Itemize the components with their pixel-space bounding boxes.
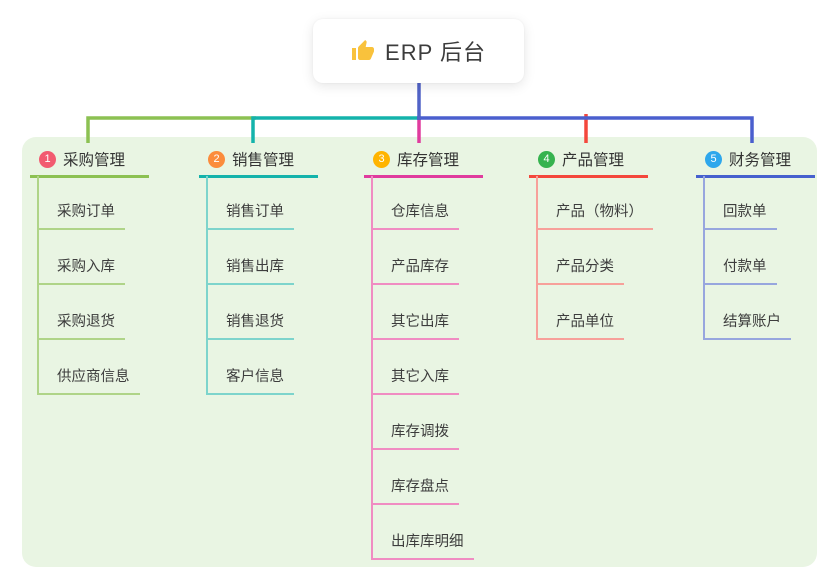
node-product-unit[interactable]: 产品单位 (536, 313, 624, 340)
branch-2-spine (206, 176, 208, 395)
branch-5-label: 财务管理 (729, 152, 792, 169)
branch-4-spine (536, 176, 538, 340)
root-label: ERP 后台 (385, 40, 486, 65)
branch-4-badge: 4 (538, 150, 555, 168)
node-sales-return[interactable]: 销售退货 (206, 313, 294, 340)
node-purchase-order[interactable]: 采购订单 (37, 203, 125, 230)
node-payment-slip[interactable]: 付款单 (703, 258, 777, 285)
branches-panel (22, 137, 817, 567)
node-warehouse-info[interactable]: 仓库信息 (371, 203, 459, 230)
branch-1-badge: 1 (39, 150, 56, 168)
branch-2-label: 销售管理 (232, 152, 295, 169)
node-customer-info[interactable]: 客户信息 (206, 368, 294, 395)
branch-1-title[interactable]: 1 采购管理 (30, 148, 150, 178)
node-other-outbound[interactable]: 其它出库 (371, 313, 459, 340)
node-sales-order[interactable]: 销售订单 (206, 203, 294, 230)
branch-5-badge: 5 (705, 150, 722, 168)
branch-5-title[interactable]: 5 财务管理 (696, 148, 816, 178)
branch-4-title[interactable]: 4 产品管理 (529, 148, 649, 178)
branch-3-badge: 3 (373, 150, 390, 168)
node-purchase-inbound[interactable]: 采购入库 (37, 258, 125, 285)
branch-1-spine (37, 176, 39, 395)
node-product-category[interactable]: 产品分类 (536, 258, 624, 285)
node-supplier-info[interactable]: 供应商信息 (37, 368, 140, 395)
branch-4-label: 产品管理 (562, 152, 625, 169)
node-settlement-account[interactable]: 结算账户 (703, 313, 791, 340)
branch-3-spine (371, 176, 373, 560)
node-sales-outbound[interactable]: 销售出库 (206, 258, 294, 285)
branch-3-title[interactable]: 3 库存管理 (364, 148, 484, 178)
branch-2-title[interactable]: 2 销售管理 (199, 148, 319, 178)
branch-3-label: 库存管理 (397, 152, 460, 169)
node-other-inbound[interactable]: 其它入库 (371, 368, 459, 395)
node-outbound-detail[interactable]: 出库库明细 (371, 533, 474, 560)
branch-1-label: 采购管理 (63, 152, 126, 169)
branch-5-spine (703, 176, 705, 340)
node-product-material[interactable]: 产品（物料） (536, 203, 653, 230)
root-node[interactable]: ERP 后台 (313, 19, 524, 83)
node-receipt-slip[interactable]: 回款单 (703, 203, 777, 230)
thumbs-up-icon (352, 40, 375, 60)
node-purchase-return[interactable]: 采购退货 (37, 313, 125, 340)
node-stock-transfer[interactable]: 库存调拨 (371, 423, 459, 450)
node-stock-count[interactable]: 库存盘点 (371, 478, 459, 505)
node-product-stock[interactable]: 产品库存 (371, 258, 459, 285)
branch-2-badge: 2 (208, 150, 225, 168)
